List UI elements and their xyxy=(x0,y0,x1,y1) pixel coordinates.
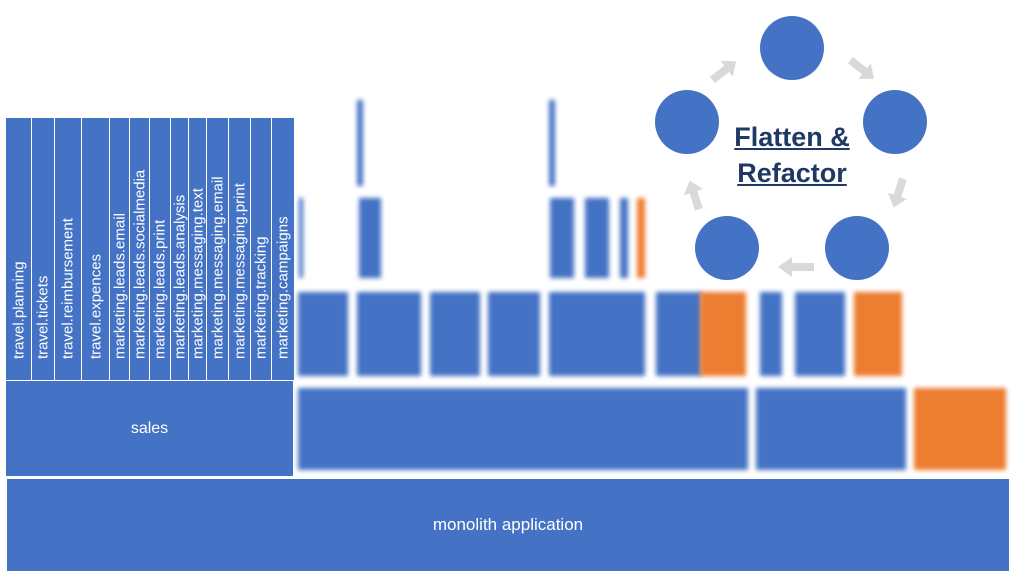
service-label: travel.tickets xyxy=(34,275,52,359)
refactored-block xyxy=(656,292,702,376)
service-label: marketing.messaging.print xyxy=(231,183,248,359)
service-label: marketing.messaging.email xyxy=(209,176,226,359)
refactored-block xyxy=(795,292,845,376)
refactored-block xyxy=(760,292,782,376)
sales-block: sales xyxy=(6,381,294,477)
service-column-travel-planning: travel.planning xyxy=(6,118,32,380)
cycle-arrow-icon xyxy=(778,257,814,277)
cycle-node-right-lower xyxy=(825,216,889,280)
service-label: marketing.leads.analysis xyxy=(171,194,188,359)
flatten-refactor-label-line2: Refactor xyxy=(737,157,847,188)
refactored-block xyxy=(756,388,906,470)
service-label: marketing.leads.socialmedia xyxy=(131,169,148,359)
service-label: marketing.messaging.text xyxy=(189,188,206,359)
new-service-block xyxy=(637,198,645,278)
service-label: travel.planning xyxy=(10,261,27,359)
service-column-marketing-campaigns: marketing.campaigns xyxy=(272,118,294,380)
service-label: marketing.tracking xyxy=(252,236,270,359)
service-column-marketing-leads-email: marketing.leads.email xyxy=(110,118,130,380)
cycle-node-left-lower xyxy=(695,216,759,280)
service-label: travel.expences xyxy=(87,253,104,359)
service-label: marketing.campaigns xyxy=(274,216,292,359)
cycle-node-top xyxy=(760,16,824,80)
cycle-arrow-icon xyxy=(847,56,875,80)
service-column-travel-tickets: travel.tickets xyxy=(32,118,55,380)
flatten-refactor-label-line1: Flatten & xyxy=(734,122,850,152)
cycle-arrow-icon xyxy=(709,60,737,84)
refactored-block xyxy=(430,292,480,376)
cycle-arrow-icon xyxy=(887,177,907,208)
service-column-marketing-tracking: marketing.tracking xyxy=(251,118,272,380)
refactored-block xyxy=(359,198,381,278)
new-service-block xyxy=(854,292,902,376)
service-column-marketing-messaging-text: marketing.messaging.text xyxy=(189,118,207,380)
refactored-block xyxy=(620,198,628,278)
service-column-marketing-messaging-print: marketing.messaging.print xyxy=(229,118,251,380)
service-label: travel.reimbursement xyxy=(59,218,77,359)
refactored-block xyxy=(357,100,363,186)
monolith-application-label: monolith application xyxy=(432,515,584,534)
service-columns: travel.planning travel.tickets travel.re… xyxy=(6,118,294,380)
service-column-travel-reimbursement: travel.reimbursement xyxy=(55,118,82,380)
refactored-block xyxy=(488,292,540,376)
sales-label: sales xyxy=(130,419,169,437)
new-service-block xyxy=(700,292,746,376)
monolith-application-block: monolith application xyxy=(6,478,1010,572)
cycle-node-right-upper xyxy=(863,90,927,154)
refactored-block xyxy=(299,198,303,278)
service-column-marketing-messaging-email: marketing.messaging.email xyxy=(207,118,229,380)
refactored-block xyxy=(549,292,645,376)
service-column-marketing-leads-print: marketing.leads.print xyxy=(150,118,171,380)
cycle-node-left-upper xyxy=(655,90,719,154)
service-label: marketing.leads.print xyxy=(151,219,169,359)
refactored-block xyxy=(549,100,555,186)
flatten-refactor-label: Flatten & Refactor xyxy=(716,120,868,191)
service-label: marketing.leads.email xyxy=(111,213,128,359)
cycle-arrow-icon xyxy=(683,180,703,211)
refactored-block xyxy=(585,198,609,278)
service-column-marketing-leads-analysis: marketing.leads.analysis xyxy=(171,118,189,380)
service-column-marketing-leads-socialmedia: marketing.leads.socialmedia xyxy=(130,118,150,380)
service-column-travel-expences: travel.expences xyxy=(82,118,110,380)
refactored-block xyxy=(298,292,348,376)
refactored-block xyxy=(357,292,421,376)
refactored-block xyxy=(298,388,748,470)
refactored-block xyxy=(550,198,574,278)
new-service-block xyxy=(914,388,1006,470)
